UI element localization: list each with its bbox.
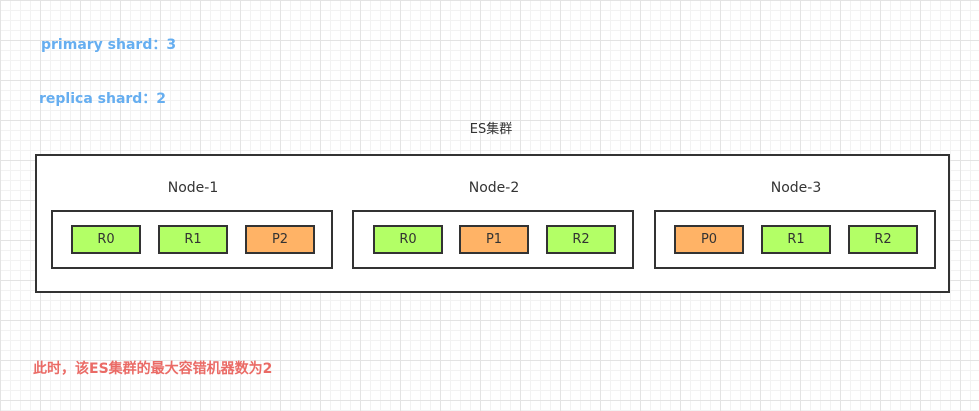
shard-box: R1 (158, 225, 228, 254)
shard-box: P2 (245, 225, 315, 254)
shard-box: P0 (674, 225, 744, 254)
shard-box: R1 (761, 225, 831, 254)
node-box: R0 R1 P2 (51, 210, 333, 269)
primary-shard-note: primary shard：3 (41, 37, 177, 53)
shard-box: R2 (848, 225, 918, 254)
shard-box: P1 (459, 225, 529, 254)
shard-box: R2 (546, 225, 616, 254)
replica-shard-note: replica shard：2 (39, 91, 167, 107)
shard-box: R0 (71, 225, 141, 254)
node-label: Node-3 (770, 180, 822, 196)
fault-tolerance-note: 此时，该ES集群的最大容错机器数为2 (33, 361, 273, 377)
node-box: R0 P1 R2 (352, 210, 634, 269)
node-label: Node-1 (167, 180, 219, 196)
cluster-title: ES集群 (469, 122, 513, 137)
node-box: P0 R1 R2 (654, 210, 936, 269)
shard-box: R0 (373, 225, 443, 254)
node-label: Node-2 (468, 180, 520, 196)
